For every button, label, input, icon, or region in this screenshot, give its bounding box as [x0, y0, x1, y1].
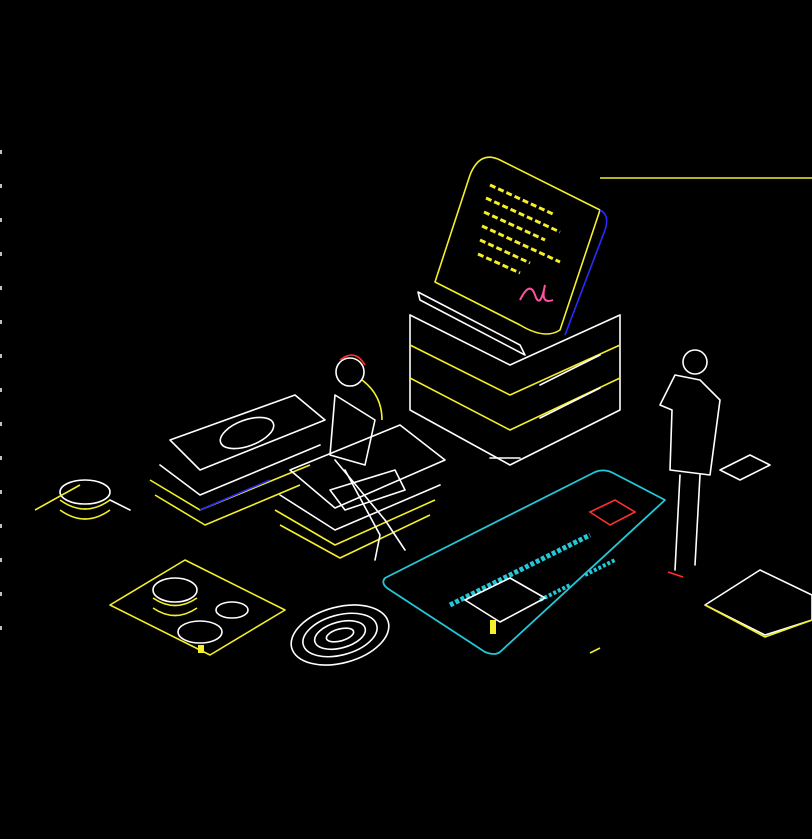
coin-tray — [109, 559, 286, 656]
cash-stack-right — [274, 424, 446, 559]
signature-icon — [519, 284, 554, 302]
credit-card — [382, 469, 666, 655]
contract-terminal — [409, 156, 621, 466]
card-number-band — [448, 532, 592, 608]
person-sitting — [329, 354, 406, 561]
card-lock-icon — [464, 577, 546, 623]
floor-tiles-right — [704, 454, 812, 638]
fingerprint-icon — [290, 604, 390, 666]
contract-text-lines — [477, 183, 561, 275]
person-standing — [659, 349, 721, 578]
cash-stack-left — [149, 394, 326, 526]
coin-stack-small — [34, 479, 131, 520]
